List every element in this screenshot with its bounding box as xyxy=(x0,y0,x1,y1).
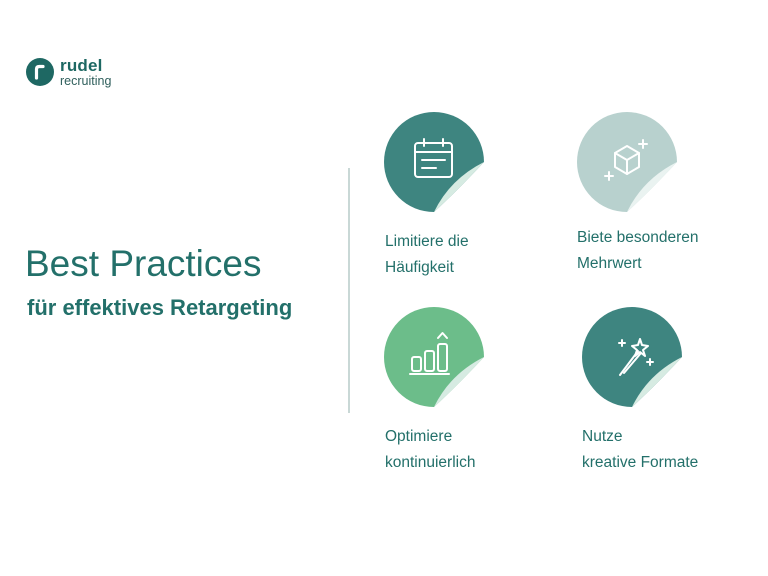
logo-mark-icon xyxy=(26,58,54,87)
vertical-divider xyxy=(348,168,350,413)
practice-label-creative: Nutze kreative Formate xyxy=(582,428,699,471)
page-subtitle: für effektives Retargeting xyxy=(27,295,293,320)
page-title: Best Practices xyxy=(25,243,262,284)
practice-label-optimize: Optimiere kontinuierlich xyxy=(385,428,476,471)
gem-sparkle-icon xyxy=(577,112,677,212)
logo-subtitle: recruiting xyxy=(60,74,112,88)
logo-name: rudel xyxy=(60,56,103,75)
practice-label-value: Biete besonderen Mehrwert xyxy=(577,229,699,272)
magic-wand-icon xyxy=(582,307,682,407)
calendar-icon xyxy=(384,112,484,212)
brand-logo: rudel recruiting xyxy=(26,57,111,88)
growth-chart-icon xyxy=(384,307,484,407)
practice-label-frequency: Limitiere die Häufigkeit xyxy=(385,233,469,276)
